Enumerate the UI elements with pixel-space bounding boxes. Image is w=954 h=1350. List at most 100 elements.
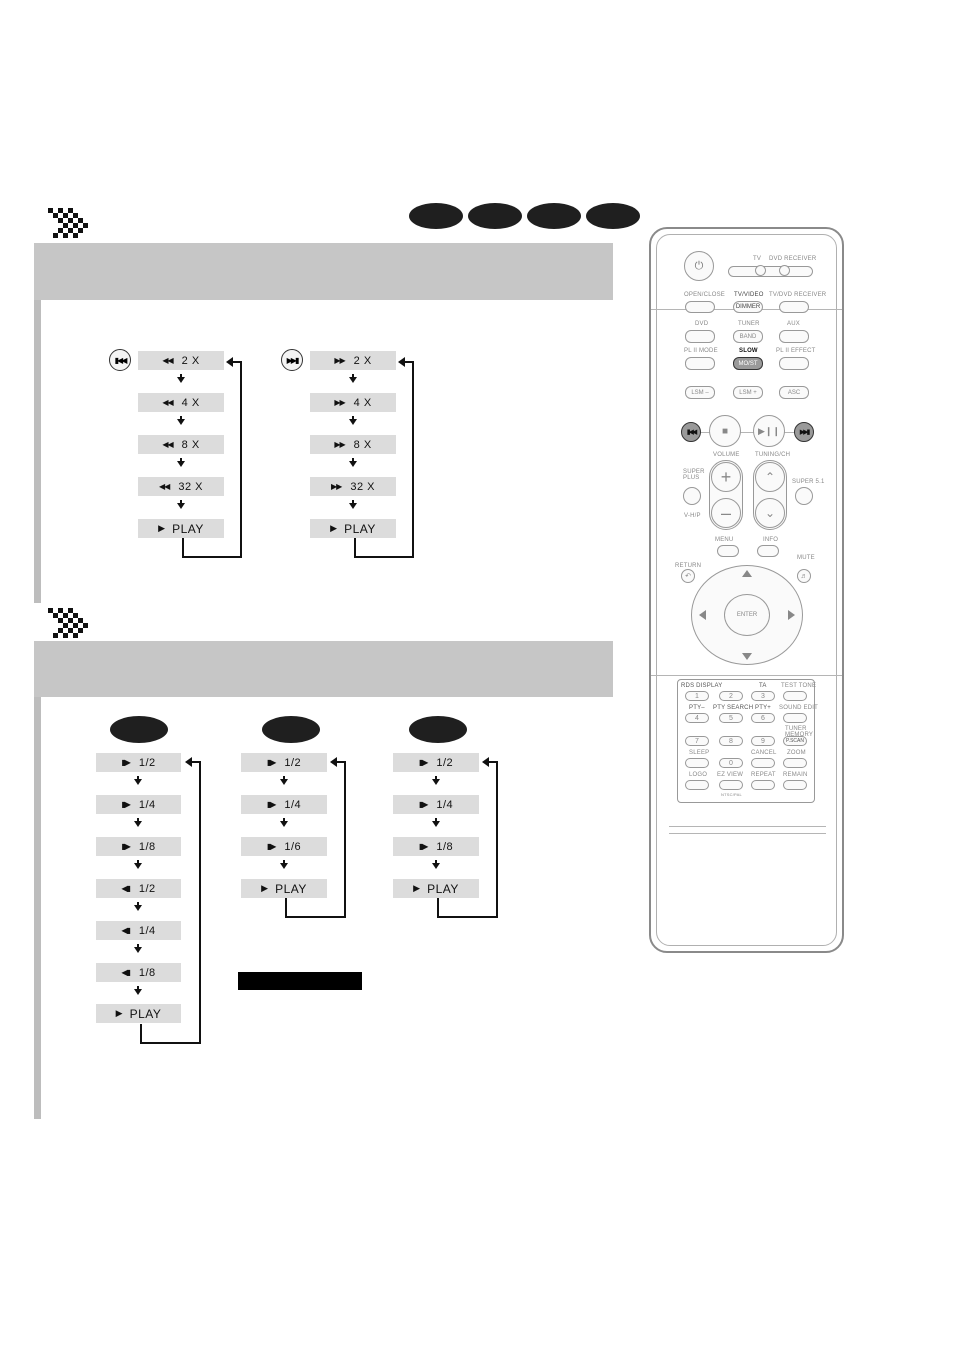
remote-label-rds-display: RDS DISPLAY bbox=[681, 683, 723, 689]
fwd-step-play: ▶PLAY bbox=[310, 519, 396, 538]
digit-button: 1 bbox=[685, 691, 709, 701]
remote-label-tuning-ch: TUNING/CH bbox=[755, 452, 791, 458]
remote-label-return: RETURN bbox=[675, 563, 702, 569]
dvd-button bbox=[685, 330, 715, 343]
return-icon: ↶ bbox=[681, 569, 695, 583]
volume-down-icon: – bbox=[711, 498, 741, 528]
digit-button: 9 bbox=[751, 736, 775, 746]
remote-label-enter: ENTER bbox=[736, 612, 758, 618]
down-arrow-icon bbox=[177, 416, 185, 425]
remote-label-menu: MENU bbox=[715, 537, 734, 543]
play-pause-icon: ▶❙❙ bbox=[753, 415, 785, 447]
down-arrow-icon bbox=[432, 860, 440, 869]
remote-label-cancel: CANCEL bbox=[751, 750, 777, 756]
nav-right-icon bbox=[788, 610, 795, 620]
remote-divider bbox=[651, 675, 842, 676]
stop-icon: ■ bbox=[709, 415, 741, 447]
enter-button: ENTER bbox=[724, 594, 770, 636]
loop-arrow-icon bbox=[140, 757, 201, 1044]
down-arrow-icon bbox=[280, 860, 288, 869]
remote-label-repeat: REPEAT bbox=[751, 772, 776, 778]
slow-step-play: ▶PLAY bbox=[393, 879, 479, 898]
logo-button bbox=[685, 780, 709, 790]
super51-button bbox=[795, 487, 813, 505]
remote-label-super51: SUPER 5.1 bbox=[792, 479, 825, 485]
fwd-step: ▶▶2 X bbox=[310, 351, 396, 370]
digit-button: 3 bbox=[751, 691, 775, 701]
slow-step: ◀▮1/2 bbox=[96, 879, 181, 898]
remote-label-slow: SLOW bbox=[739, 348, 758, 354]
cancel-button bbox=[751, 758, 775, 768]
mute-icon: ♬ bbox=[797, 569, 811, 583]
remote-label-open-close: OPEN/CLOSE bbox=[684, 292, 726, 298]
remote-label-v-hp: V-H/P bbox=[684, 513, 701, 519]
disc-type-badge bbox=[527, 203, 581, 229]
section-side-bar bbox=[34, 243, 41, 603]
disc-type-badge bbox=[262, 716, 320, 743]
tv-dvd-receiver-button bbox=[779, 301, 809, 313]
power-icon: ⏻ bbox=[684, 251, 714, 281]
remote-label-tuner: TUNER bbox=[738, 321, 760, 327]
aux-button bbox=[779, 330, 809, 343]
remote-label-pty-plus: PTY+ bbox=[755, 705, 771, 711]
remote-label-super-plus: SUPER PLUS bbox=[683, 469, 705, 481]
band-button: BAND bbox=[733, 330, 763, 343]
remote-label-sound-edit: SOUND EDIT bbox=[779, 705, 819, 711]
section-chevron-icon bbox=[48, 608, 88, 638]
slow-step: ▮▶1/4 bbox=[96, 795, 181, 814]
volume-up-icon: + bbox=[711, 462, 741, 492]
slow-step: ▮▶1/8 bbox=[393, 837, 479, 856]
digit-button: 2 bbox=[719, 691, 743, 701]
remote-label-dvd-receiver: DVD RECEIVER bbox=[769, 256, 817, 262]
remote-label-pl2-mode: PL II MODE bbox=[684, 348, 718, 354]
remote-label-tv: TV bbox=[753, 256, 762, 262]
mode-dot-icon bbox=[755, 265, 766, 276]
section-title-band bbox=[34, 243, 613, 300]
dimmer-button: DIMMER bbox=[733, 301, 763, 313]
digit-button: 0 bbox=[719, 758, 743, 768]
down-arrow-icon bbox=[432, 776, 440, 785]
remote-label-tv-video: TV/VIDEO bbox=[734, 292, 764, 298]
down-arrow-icon bbox=[134, 818, 142, 827]
p-scan-button: P.SCAN bbox=[783, 736, 807, 746]
down-arrow-icon bbox=[134, 986, 142, 995]
nav-left-icon bbox=[699, 610, 706, 620]
remote-label-pl2-effect: PL II EFFECT bbox=[776, 348, 816, 354]
menu-button bbox=[717, 545, 739, 557]
rev-step: ◀◀2 X bbox=[138, 351, 224, 370]
digit-button: 7 bbox=[685, 736, 709, 746]
down-arrow-icon bbox=[177, 374, 185, 383]
remote-label-ta: TA bbox=[759, 683, 767, 689]
info-button bbox=[757, 545, 779, 557]
slow-step: ▮▶1/2 bbox=[393, 753, 479, 772]
repeat-button bbox=[751, 780, 775, 790]
skip-back-icon: ▮◀◀ bbox=[109, 349, 131, 371]
remote-control: ⏻ TV DVD RECEIVER OPEN/CLOSE TV/VIDEO TV… bbox=[649, 227, 844, 953]
test-tone-button bbox=[783, 691, 807, 701]
section-side-bar bbox=[34, 641, 41, 1119]
remote-label-logo: LOGO bbox=[689, 772, 708, 778]
rev-step-play: ▶PLAY bbox=[138, 519, 224, 538]
slow-step: ▮▶1/4 bbox=[393, 795, 479, 814]
remote-label-zoom: ZOOM bbox=[787, 750, 806, 756]
remote-label-remain: REMAIN bbox=[783, 772, 808, 778]
rev-step: ◀◀4 X bbox=[138, 393, 224, 412]
digit-button: 4 bbox=[685, 713, 709, 723]
remote-label-sleep: SLEEP bbox=[689, 750, 710, 756]
section-chevron-icon bbox=[48, 208, 88, 238]
remote-label-tv-dvd-receiver: TV/DVD RECEIVER bbox=[769, 292, 827, 298]
remote-label-tuner-memory: TUNER MEMORY bbox=[785, 726, 814, 738]
skip-back-icon: ▮◀◀ bbox=[681, 422, 701, 442]
remote-label-aux: AUX bbox=[787, 321, 800, 327]
down-arrow-icon bbox=[349, 416, 357, 425]
down-arrow-icon bbox=[349, 500, 357, 509]
slow-button: MO/ST bbox=[733, 357, 763, 370]
digit-button: 6 bbox=[751, 713, 775, 723]
down-arrow-icon bbox=[134, 902, 142, 911]
remote-label-ntsc-pal: NTSC/PAL bbox=[721, 792, 742, 797]
sleep-button bbox=[685, 758, 709, 768]
remote-label-info: INFO bbox=[763, 537, 779, 543]
disc-type-badge bbox=[110, 716, 168, 743]
remote-label-ez-view: EZ VIEW bbox=[717, 772, 744, 778]
nav-up-icon bbox=[742, 570, 752, 577]
